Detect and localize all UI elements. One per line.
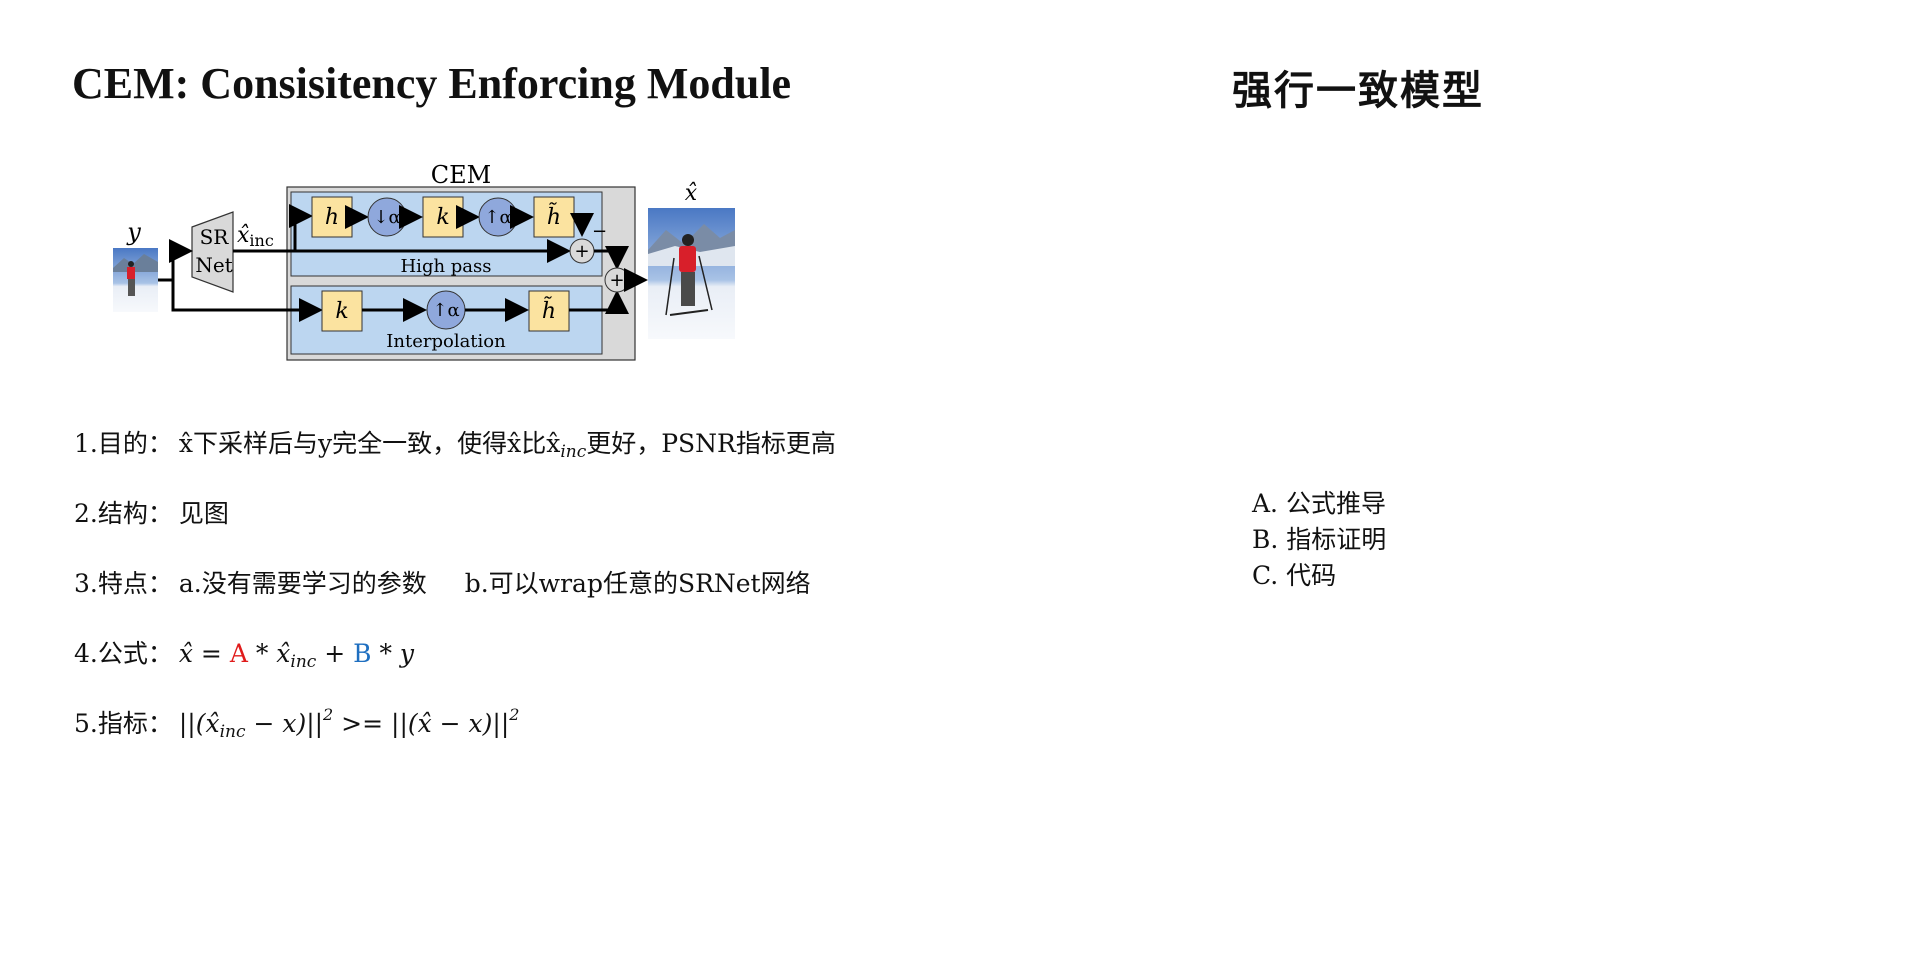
- input-to-interp-line: [171, 280, 323, 322]
- item-purpose: 1. 目的： x̂下采样后与y完全一致，使得x̂比x̂inc更好，PSNR指标更…: [74, 424, 836, 462]
- h-tilde-block-bottom: [528, 290, 570, 332]
- srnet-to-highpass-line: [233, 204, 313, 253]
- item-number: 1.: [74, 429, 98, 458]
- output-image: [648, 208, 735, 339]
- k-block-top-label: k: [436, 205, 449, 230]
- metric-inequality: ||(x̂inc − x)||2 >= ||(x̂ − x)||2: [178, 705, 520, 742]
- minus-sign: −: [592, 221, 607, 242]
- arrow-sum-to-final: [594, 246, 629, 270]
- item-text: x̂下采样后与y完全一致，使得x̂比x̂inc更好，PSNR指标更高: [178, 429, 836, 462]
- item-label: 目的：: [97, 429, 173, 458]
- h-tilde-bottom-label: h̃: [542, 297, 556, 324]
- upsample-top-label: ↑α: [484, 207, 511, 228]
- h-tilde-block-top: [533, 196, 575, 238]
- item-text-b: b.可以wrap任意的SRNet网络: [464, 569, 811, 598]
- item-label: 结构：: [97, 499, 173, 528]
- h-block-label: h: [325, 205, 339, 230]
- item-label: 特点：: [97, 569, 173, 598]
- side-item-derivation: A. 公式推导: [1252, 489, 1386, 518]
- formula-coef-a: A: [229, 639, 248, 668]
- slide-title: CEM: Consisitency Enforcing Module: [72, 59, 792, 108]
- item-structure: 2. 结构： 见图: [74, 494, 229, 530]
- formula-coef-b: B: [353, 639, 372, 668]
- upsample-bottom-label: ↑α: [432, 300, 459, 321]
- cem-label: CEM: [431, 161, 491, 189]
- item-formula: 4. 公式： x̂ = A * x̂inc + B * y: [74, 634, 414, 672]
- formula: x̂ = A * x̂inc + B * y: [178, 639, 415, 672]
- srnet-label-line2: Net: [195, 253, 232, 277]
- srnet-label-line1: SR: [200, 225, 230, 249]
- output-label: x̂: [685, 181, 698, 206]
- arrow-htilde-to-sum: [570, 213, 594, 237]
- high-pass-label: High pass: [400, 256, 491, 277]
- cem-diagram: CEM High pass Interpolation y SR Net x̂i…: [113, 161, 735, 361]
- slide-title-chinese: 强行一致模型: [1232, 67, 1484, 114]
- item-number: 3.: [74, 569, 98, 598]
- sum-final-label: +: [609, 270, 624, 291]
- input-to-srnet-arrow: [158, 239, 193, 282]
- item-features: 3. 特点： a.没有需要学习的参数 b.可以wrap任意的SRNet网络: [74, 564, 811, 600]
- side-list: A. 公式推导 B. 指标证明 C. 代码: [1252, 486, 1386, 594]
- srnet-block: [191, 211, 234, 293]
- x-inc-label: x̂inc: [237, 223, 274, 250]
- item-number: 4.: [74, 639, 98, 668]
- input-label-y: y: [126, 218, 141, 246]
- item-text-a: a.没有需要学习的参数: [178, 569, 427, 598]
- sum-top-label: +: [574, 241, 589, 262]
- downsample-label: ↓α: [373, 207, 400, 228]
- item-number: 5.: [74, 709, 98, 738]
- side-item-proof: B. 指标证明: [1252, 525, 1387, 554]
- h-tilde-top-label: h̃: [547, 203, 561, 230]
- interpolation-label: Interpolation: [386, 331, 506, 352]
- item-label: 公式：: [97, 639, 173, 668]
- item-label: 指标：: [97, 709, 173, 738]
- k-block-bottom-label: k: [335, 299, 348, 324]
- side-item-code: C. 代码: [1252, 561, 1337, 590]
- item-number: 2.: [74, 499, 98, 528]
- input-image: [113, 248, 158, 312]
- arrow-interp-to-final: [569, 290, 629, 314]
- item-metric: 5. 指标： ||(x̂inc − x)||2 >= ||(x̂ − x)||2: [74, 704, 519, 742]
- item-text: 见图: [178, 499, 229, 528]
